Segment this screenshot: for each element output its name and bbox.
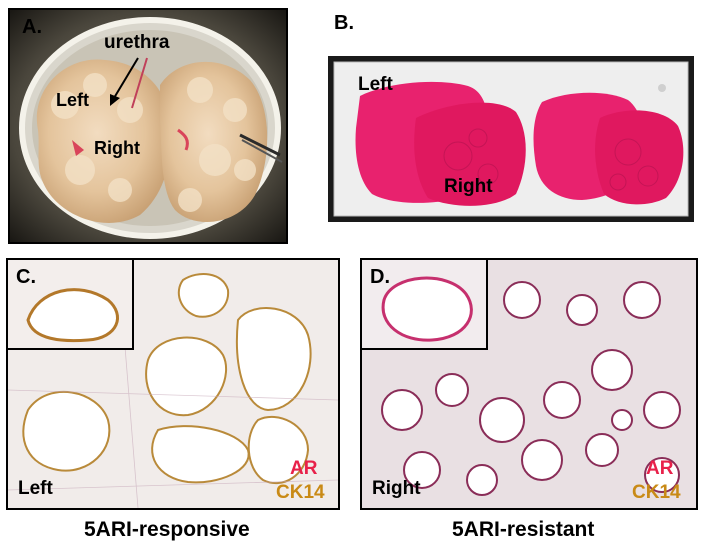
prostate-dish-image [10,10,286,242]
panel-d-inset-image [381,276,473,342]
panel-a-photo: A. urethra Left Right [8,8,288,244]
panel-c-micrograph: C. Left AR CK14 [6,258,340,510]
panel-d-micrograph: D. Right AR CK14 [360,258,698,510]
panel-d-side-label: Right [372,478,421,499]
panel-c-inset [8,260,134,350]
panel-c-letter: C. [16,266,36,288]
panel-b-slide: Left Right [328,56,694,222]
he-stained-slide-image [328,56,694,222]
panel-d-ck14-label: CK14 [632,482,681,503]
panel-d-inset [362,260,488,350]
panel-b-right-label: Right [444,176,493,197]
panel-c-ck14-label: CK14 [276,482,325,503]
panel-c-side-label: Left [18,478,53,499]
panel-c-caption: 5ARI-responsive [84,518,250,541]
panel-a-urethra-label: urethra [104,32,170,53]
panel-d-caption: 5ARI-resistant [452,518,595,541]
panel-b-letter: B. [334,12,354,34]
panel-a-right-label: Right [94,138,140,158]
panel-d-letter: D. [370,266,390,288]
panel-a-letter: A. [22,16,42,38]
panel-c-ar-label: AR [290,458,318,479]
panel-c-inset-image [26,288,119,343]
panel-a-left-label: Left [56,90,89,110]
panel-b-left-label: Left [358,74,393,95]
panel-d-ar-label: AR [646,458,674,479]
